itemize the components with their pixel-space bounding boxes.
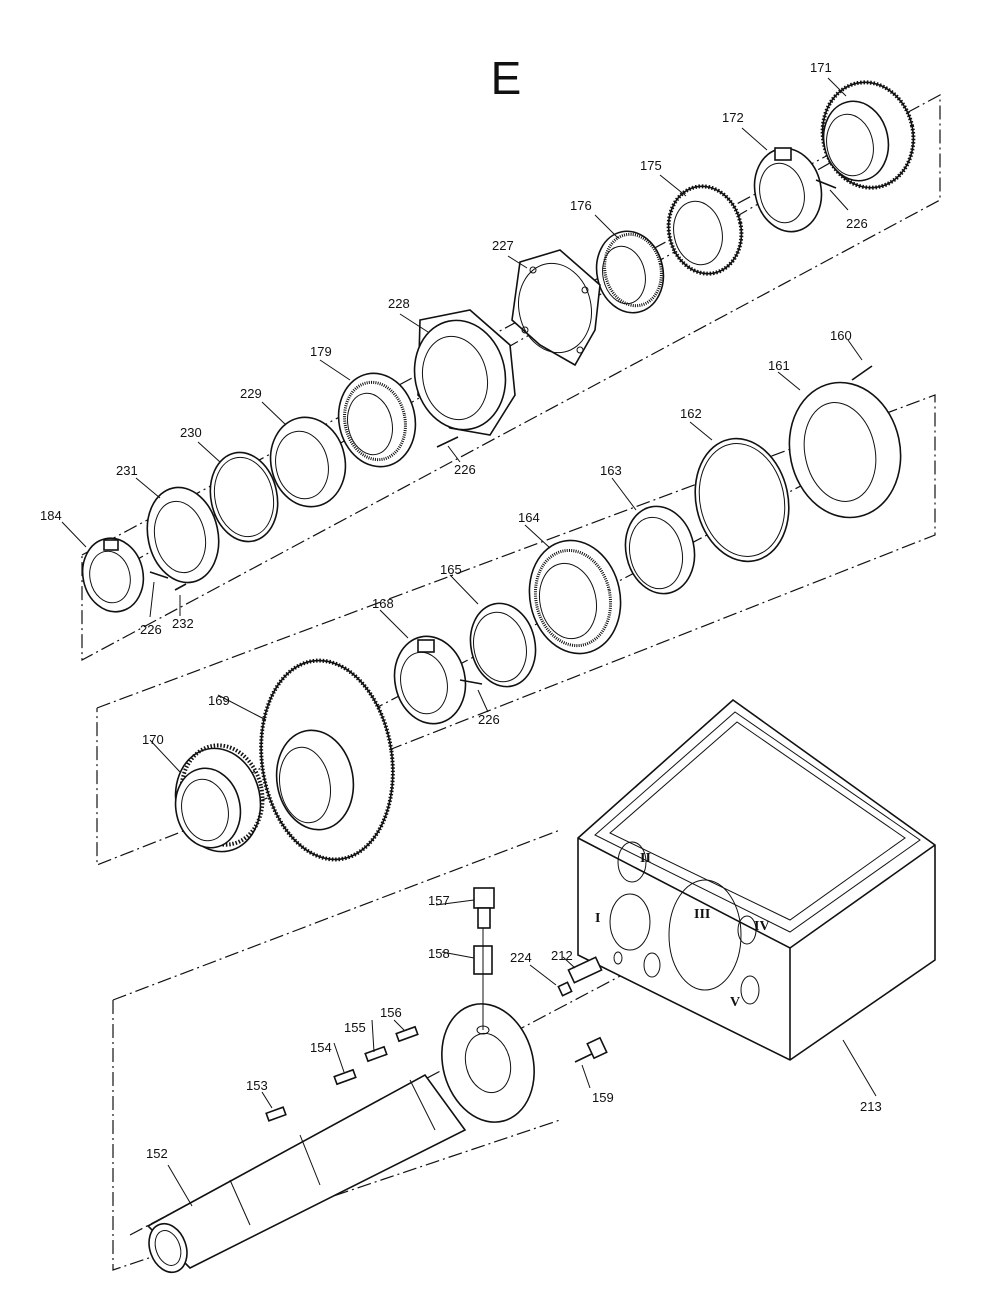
label-163: 163 — [600, 463, 622, 478]
gasket-227 — [511, 249, 601, 367]
bore-label-1: I — [595, 911, 600, 926]
label-226-c: 226 — [846, 216, 868, 231]
label-226-d: 226 — [478, 712, 500, 727]
housing-228 — [413, 309, 516, 436]
label-162: 162 — [680, 406, 702, 421]
label-170: 170 — [142, 732, 164, 747]
seal-229 — [269, 416, 347, 508]
label-212: 212 — [551, 948, 573, 963]
screw-160 — [851, 365, 873, 381]
label-156: 156 — [380, 1005, 402, 1020]
bearing-176 — [595, 230, 665, 314]
label-157: 157 — [428, 893, 450, 908]
bore-labels: I II III IV V — [595, 851, 770, 1010]
gasket-162 — [694, 437, 790, 563]
spring-158 — [473, 928, 493, 1035]
label-231: 231 — [116, 463, 138, 478]
label-165: 165 — [440, 562, 462, 577]
locknut-168 — [393, 635, 467, 725]
label-158: 158 — [428, 946, 450, 961]
label-232: 232 — [172, 616, 194, 631]
label-224: 224 — [510, 950, 532, 965]
label-213: 213 — [860, 1099, 882, 1114]
screw-226-mid — [459, 679, 483, 685]
label-229: 229 — [240, 386, 262, 401]
locknut-172 — [753, 147, 823, 233]
label-155: 155 — [344, 1020, 366, 1035]
label-161: 161 — [768, 358, 790, 373]
bearing-164 — [528, 539, 622, 655]
label-228: 228 — [388, 296, 410, 311]
gasket-230 — [209, 451, 279, 543]
leader-lines — [61, 77, 877, 1207]
gearbox-housing-213 — [577, 698, 936, 1061]
label-172: 172 — [722, 110, 744, 125]
label-160: 160 — [830, 328, 852, 343]
bearing-179 — [337, 372, 417, 468]
label-164: 164 — [518, 510, 540, 525]
ring-165 — [469, 602, 537, 688]
label-226-b: 226 — [454, 462, 476, 477]
label-176: 176 — [570, 198, 592, 213]
flange-161 — [788, 381, 902, 519]
label-171: 171 — [810, 60, 832, 75]
gear-169 — [259, 658, 395, 862]
bore-label-2: II — [640, 851, 651, 866]
label-159: 159 — [592, 1090, 614, 1105]
plug-157 — [473, 887, 495, 929]
gear-171 — [820, 80, 916, 190]
bore-label-5: V — [730, 995, 740, 1010]
label-154: 154 — [310, 1040, 332, 1055]
bore-label-4: IV — [754, 919, 770, 934]
label-152: 152 — [146, 1146, 168, 1161]
label-179: 179 — [310, 344, 332, 359]
screws-top-row — [149, 179, 837, 591]
plug-212-224 — [557, 956, 603, 997]
label-230: 230 — [180, 425, 202, 440]
keys-153-156 — [265, 1025, 419, 1122]
label-226-a: 226 — [140, 622, 162, 637]
label-153: 153 — [246, 1078, 268, 1093]
diagram-title: E — [491, 52, 522, 104]
spindle-shaft-152 — [146, 1003, 535, 1274]
ring-163 — [624, 505, 696, 595]
gear-170 — [174, 743, 265, 853]
label-227: 227 — [492, 238, 514, 253]
locknut-184 — [81, 537, 145, 613]
flange-231 — [146, 486, 220, 584]
label-168: 168 — [372, 596, 394, 611]
label-184: 184 — [40, 508, 62, 523]
part-labels: 171 172 175 176 227 228 179 229 230 231 … — [40, 60, 882, 1161]
gear-175 — [666, 184, 744, 276]
label-175: 175 — [640, 158, 662, 173]
label-169: 169 — [208, 693, 230, 708]
screw-159 — [574, 1036, 608, 1063]
bore-label-3: III — [694, 907, 710, 922]
